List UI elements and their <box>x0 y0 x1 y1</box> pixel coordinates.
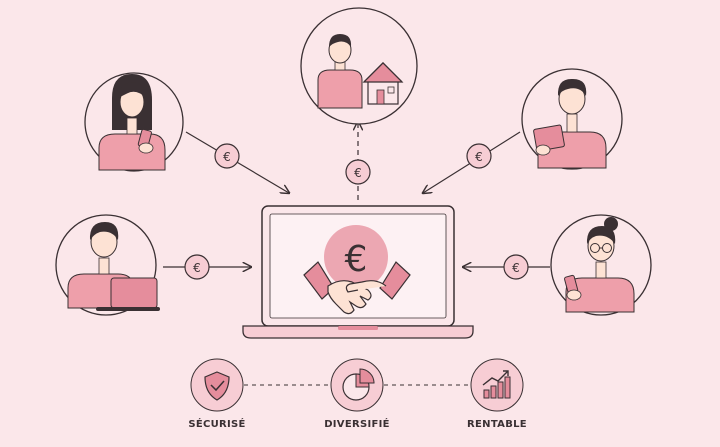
euro-coin-icon: € <box>345 159 371 185</box>
investor-portrait-man-laptop <box>55 214 160 316</box>
svg-text:€: € <box>193 261 201 275</box>
euro-coin-icon: € <box>503 254 529 280</box>
feature-secure-badge <box>190 358 244 412</box>
feature-profitable-badge <box>470 358 524 412</box>
laptop-icon <box>96 277 160 311</box>
feature-label-diversified: DIVERSIFIÉ <box>324 419 390 430</box>
svg-text:€: € <box>475 150 483 164</box>
svg-text:€: € <box>512 261 520 275</box>
svg-text:€: € <box>345 239 368 280</box>
svg-text:€: € <box>223 150 231 164</box>
euro-coin-icon: € <box>214 143 240 169</box>
feature-label-secure: SÉCURISÉ <box>188 419 246 430</box>
glasses-icon <box>590 243 612 253</box>
rising-bar-chart-icon <box>482 370 511 399</box>
house-icon <box>362 62 404 105</box>
handshake-icon <box>303 261 411 315</box>
svg-text:€: € <box>354 166 362 180</box>
euro-coin-icon: € <box>466 143 492 169</box>
shield-check-icon <box>204 371 230 401</box>
feature-label-profitable: RENTABLE <box>467 419 527 430</box>
euro-coin-large-icon: € <box>324 225 388 289</box>
investor-portrait-woman-phone <box>84 72 184 172</box>
pie-chart-icon <box>342 368 375 401</box>
euro-coin-icon: € <box>184 254 210 280</box>
feature-diversified-badge <box>330 358 384 412</box>
investor-portrait-woman-glasses <box>550 214 652 316</box>
project-owner-portrait <box>300 7 418 125</box>
investor-portrait-man-tablet <box>521 68 623 170</box>
